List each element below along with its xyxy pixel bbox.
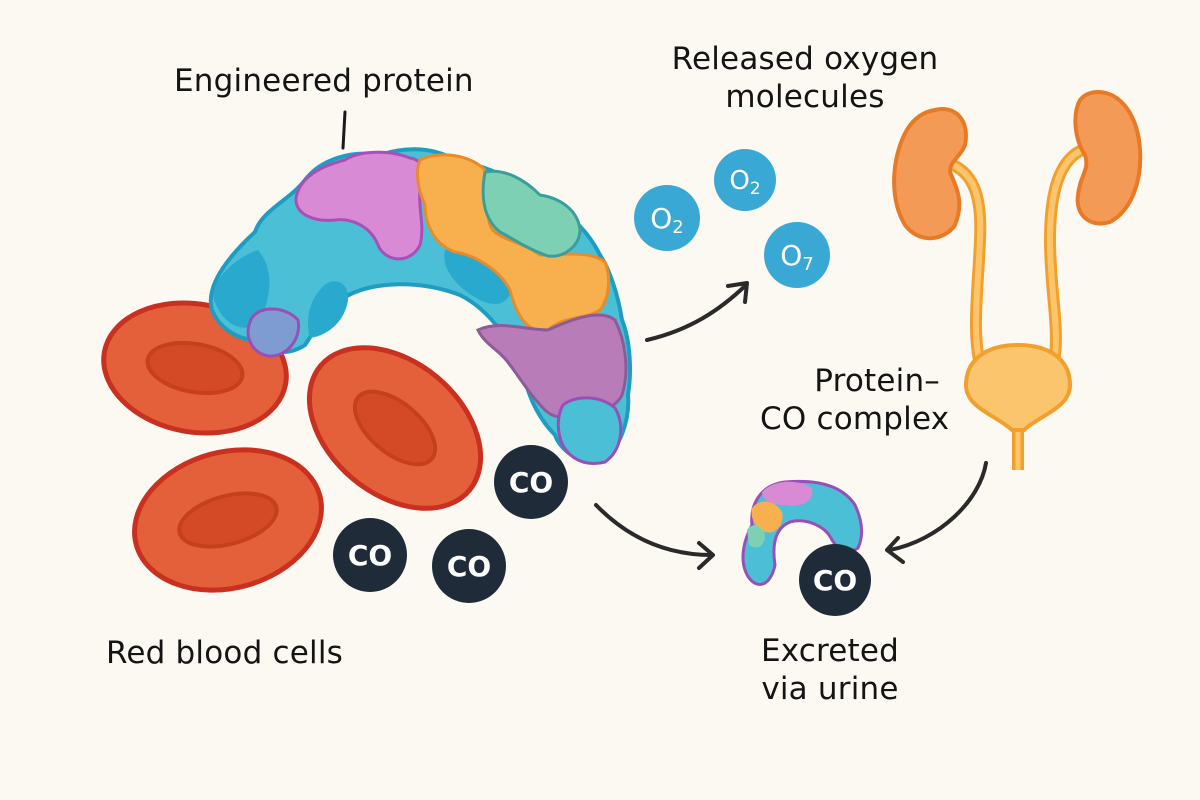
engineered-protein — [208, 110, 632, 465]
co-molecules: CO CO CO — [333, 445, 568, 603]
co-molecule: CO — [494, 445, 568, 519]
oxygen-molecule: O7 — [764, 222, 830, 288]
co-molecule — [799, 544, 871, 616]
red-blood-cells — [101, 300, 484, 593]
complex-line1: Protein– — [814, 363, 940, 399]
right-kidney — [1073, 89, 1143, 226]
urinary-system — [892, 89, 1143, 470]
protein-co-complex-label: Protein– CO complex — [760, 362, 950, 438]
svg-text:O7: O7 — [780, 239, 814, 275]
protein-pointer-line — [341, 110, 347, 150]
excreted-label: Excreted via urine — [720, 632, 940, 708]
svg-text:O2: O2 — [729, 166, 760, 199]
released-oxygen-label: Released oxygen molecules — [640, 40, 970, 116]
protein-co-complex: CO — [741, 479, 871, 616]
excreted-line2: via urine — [761, 671, 899, 707]
svg-text:O2: O2 — [650, 202, 684, 238]
svg-text:CO: CO — [447, 550, 491, 583]
red-blood-cell — [132, 447, 324, 593]
complex-line2: CO complex — [760, 401, 950, 437]
released-oxygen-line1: Released oxygen — [671, 41, 939, 77]
svg-text:CO: CO — [813, 564, 857, 597]
oxygen-molecules: O2 O2 O7 — [634, 149, 830, 288]
engineered-protein-label: Engineered protein — [174, 63, 474, 99]
red-blood-cells-label: Red blood cells — [106, 635, 343, 671]
released-oxygen-line2: molecules — [725, 79, 885, 115]
left-kidney — [892, 107, 968, 241]
svg-text:CO: CO — [509, 466, 553, 499]
oxygen-molecule: O2 — [714, 149, 776, 211]
oxygen-molecule: O2 — [634, 185, 700, 251]
co-molecule: CO — [333, 518, 407, 592]
arrow-to-complex — [594, 503, 715, 570]
arrow-to-oxygen — [645, 281, 749, 342]
bladder — [963, 342, 1073, 432]
svg-text:CO: CO — [348, 539, 392, 572]
excreted-line1: Excreted — [760, 633, 900, 669]
red-blood-cell — [306, 345, 484, 511]
arrow-from-bladder — [885, 461, 988, 564]
co-molecule: CO — [432, 529, 506, 603]
arrows — [594, 281, 988, 570]
